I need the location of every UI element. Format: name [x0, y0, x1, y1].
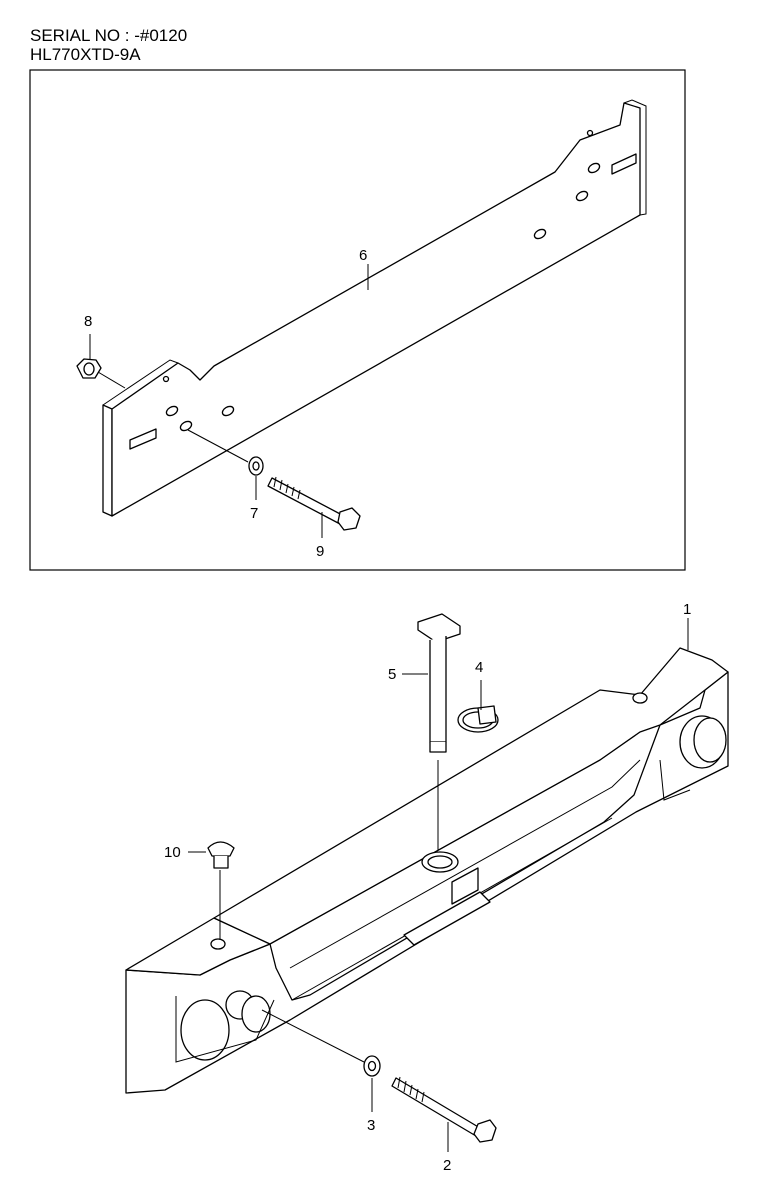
diagram-header: SERIAL NO : -#0120 HL770XTD-9A	[30, 26, 187, 64]
callout-4: 4	[475, 659, 483, 676]
callout-3: 3	[367, 1117, 375, 1134]
model-number: HL770XTD-9A	[30, 45, 141, 64]
callout-10: 10	[164, 844, 181, 861]
callout-8: 8	[84, 313, 92, 330]
hex-nut	[76, 358, 102, 379]
retainer-clip	[457, 705, 499, 733]
screw-top	[207, 841, 235, 869]
serial-number: SERIAL NO : -#0120	[30, 26, 188, 45]
inset-frame	[29, 69, 686, 571]
washer-lower	[363, 1055, 381, 1077]
bolt-lower	[391, 1076, 497, 1143]
callout-2: 2	[443, 1157, 451, 1174]
callout-5: 5	[388, 666, 396, 683]
mounting-plate	[102, 99, 647, 517]
bolt-upper	[267, 476, 361, 531]
hitch-pin	[417, 613, 461, 753]
callout-1: 1	[683, 601, 691, 618]
callout-9: 9	[316, 543, 324, 560]
callout-7: 7	[250, 505, 258, 522]
counterweight-bar	[125, 647, 729, 1094]
washer-upper	[248, 456, 264, 476]
callout-6: 6	[359, 247, 367, 264]
